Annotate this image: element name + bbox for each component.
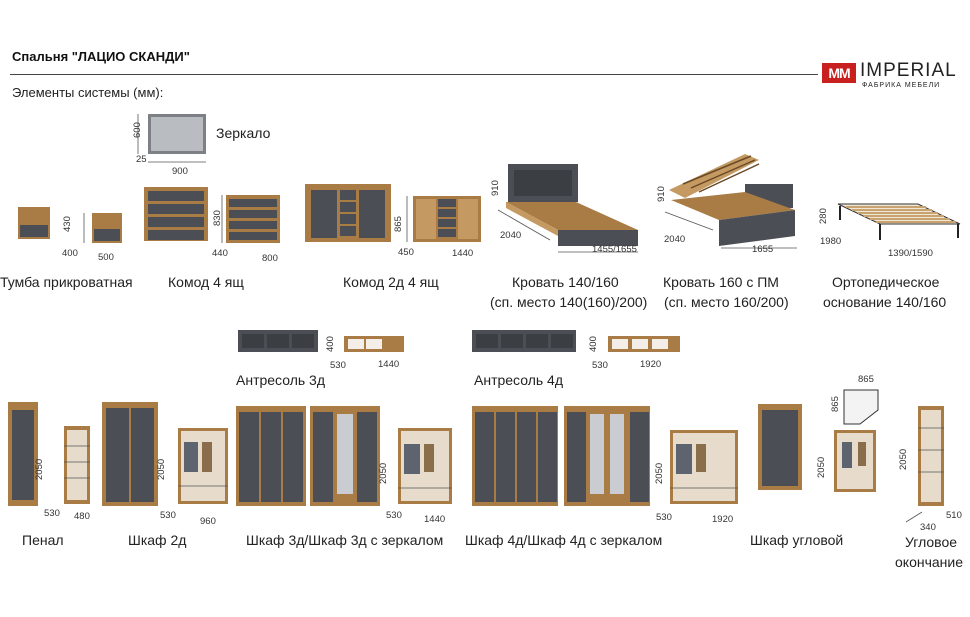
antr3-label: Антресоль 3д bbox=[236, 372, 325, 388]
antr4-label: Антресоль 4д bbox=[474, 372, 563, 388]
mirror-height: 600 bbox=[132, 122, 143, 138]
antr3-depth: 530 bbox=[330, 360, 346, 371]
ortho-label-1: Ортопедическое bbox=[832, 274, 940, 290]
shkaf2-height: 2050 bbox=[156, 458, 167, 480]
tumba-height: 430 bbox=[62, 216, 73, 232]
logo-subtitle: ФАБРИКА МЕБЕЛИ bbox=[862, 82, 941, 89]
antr3-height: 400 bbox=[325, 336, 336, 352]
komod2d-width: 1440 bbox=[452, 248, 474, 259]
corner-height: 2050 bbox=[816, 456, 827, 478]
komod4-width: 800 bbox=[262, 253, 278, 264]
bed-label-1: Кровать 140/160 bbox=[512, 274, 619, 290]
bed-drawing bbox=[497, 164, 638, 253]
bed-depth: 2040 bbox=[500, 230, 522, 241]
shkaf4-depth: 530 bbox=[656, 512, 672, 523]
end-label-1: Угловое bbox=[905, 534, 958, 550]
penal-label: Пенал bbox=[22, 532, 64, 548]
end-height: 2050 bbox=[898, 448, 909, 470]
bedpm-height: 910 bbox=[656, 186, 667, 202]
bed-height: 910 bbox=[490, 180, 501, 196]
ortho-height: 280 bbox=[818, 208, 829, 224]
corner-drawing bbox=[758, 389, 879, 492]
tumba-label: Тумба прикроватная bbox=[0, 274, 133, 290]
antr4-drawing bbox=[472, 330, 680, 352]
end-width: 510 bbox=[946, 510, 962, 521]
corner-label: Шкаф угловой bbox=[750, 532, 844, 548]
antr3-drawing bbox=[238, 330, 404, 352]
shkaf2-drawing bbox=[102, 402, 228, 506]
ortho-drawing bbox=[837, 203, 961, 240]
page-title: Спальня "ЛАЦИО СКАНДИ" bbox=[12, 49, 190, 64]
ortho-label-2: основание 140/160 bbox=[823, 294, 947, 310]
komod2d-height: 865 bbox=[393, 216, 404, 232]
end-drawing bbox=[905, 406, 944, 523]
bed-label-2: (сп. место 140(160)/200) bbox=[490, 294, 648, 310]
shkaf4-drawing bbox=[472, 406, 738, 506]
tumba-depth: 400 bbox=[62, 248, 78, 259]
shkaf3-width: 1440 bbox=[424, 514, 446, 525]
shkaf3-height: 2050 bbox=[378, 462, 389, 484]
bedpm-drawing bbox=[664, 154, 797, 249]
corner-top-depth: 865 bbox=[830, 396, 841, 412]
antr4-width: 1920 bbox=[640, 359, 662, 370]
bedpm-label-1: Кровать 160 с ПМ bbox=[663, 274, 779, 290]
shkaf3-depth: 530 bbox=[386, 510, 402, 521]
antr3-width: 1440 bbox=[378, 359, 400, 370]
komod4-drawing bbox=[144, 187, 280, 243]
logo-name: IMPERIAL bbox=[860, 60, 957, 81]
shkaf4-height: 2050 bbox=[654, 462, 665, 484]
bedpm-label-2: (сп. место 160/200) bbox=[664, 294, 789, 310]
penal-height: 2050 bbox=[34, 458, 45, 480]
bed-width: 1455/1655 bbox=[592, 244, 637, 255]
page-subtitle: Элементы системы (мм): bbox=[12, 85, 164, 100]
logo-mark: MM bbox=[822, 63, 856, 83]
tumba-drawing bbox=[18, 207, 122, 243]
penal-drawing bbox=[8, 402, 90, 506]
ortho-width: 1390/1590 bbox=[888, 248, 933, 259]
komod4-height: 830 bbox=[212, 210, 223, 226]
shkaf4-label: Шкаф 4д/Шкаф 4д с зеркалом bbox=[465, 532, 663, 548]
shkaf3-label: Шкаф 3д/Шкаф 3д с зеркалом bbox=[246, 532, 444, 548]
shkaf2-label: Шкаф 2д bbox=[128, 532, 187, 548]
mirror-width: 900 bbox=[172, 166, 188, 177]
antr4-depth: 530 bbox=[592, 360, 608, 371]
shkaf2-width: 960 bbox=[200, 516, 216, 527]
antr4-height: 400 bbox=[588, 336, 599, 352]
corner-top-width: 865 bbox=[858, 374, 874, 385]
bedpm-width: 1655 bbox=[752, 244, 774, 255]
mirror-depth: 25 bbox=[136, 154, 147, 165]
ortho-depth: 1980 bbox=[820, 236, 842, 247]
tumba-width: 500 bbox=[98, 252, 114, 263]
shkaf3-drawing bbox=[236, 406, 452, 506]
shkaf4-width: 1920 bbox=[712, 514, 734, 525]
imperial-logo: MM IMPERIAL ФАБРИКА МЕБЕЛИ bbox=[822, 60, 962, 94]
komod4-depth: 440 bbox=[212, 248, 228, 259]
penal-width: 480 bbox=[74, 511, 90, 522]
komod4-label: Комод 4 ящ bbox=[168, 274, 244, 290]
mirror-drawing bbox=[137, 114, 206, 163]
komod2d-label: Комод 2д 4 ящ bbox=[343, 274, 439, 290]
penal-depth: 530 bbox=[44, 508, 60, 519]
end-depth: 340 bbox=[920, 522, 936, 533]
shkaf2-depth: 530 bbox=[160, 510, 176, 521]
mirror-label: Зеркало bbox=[216, 125, 271, 141]
komod2d-drawing bbox=[305, 184, 481, 242]
bedpm-depth: 2040 bbox=[664, 234, 686, 245]
end-label-2: окончание bbox=[895, 554, 964, 570]
komod2d-depth: 450 bbox=[398, 247, 414, 258]
header-divider bbox=[10, 74, 818, 75]
